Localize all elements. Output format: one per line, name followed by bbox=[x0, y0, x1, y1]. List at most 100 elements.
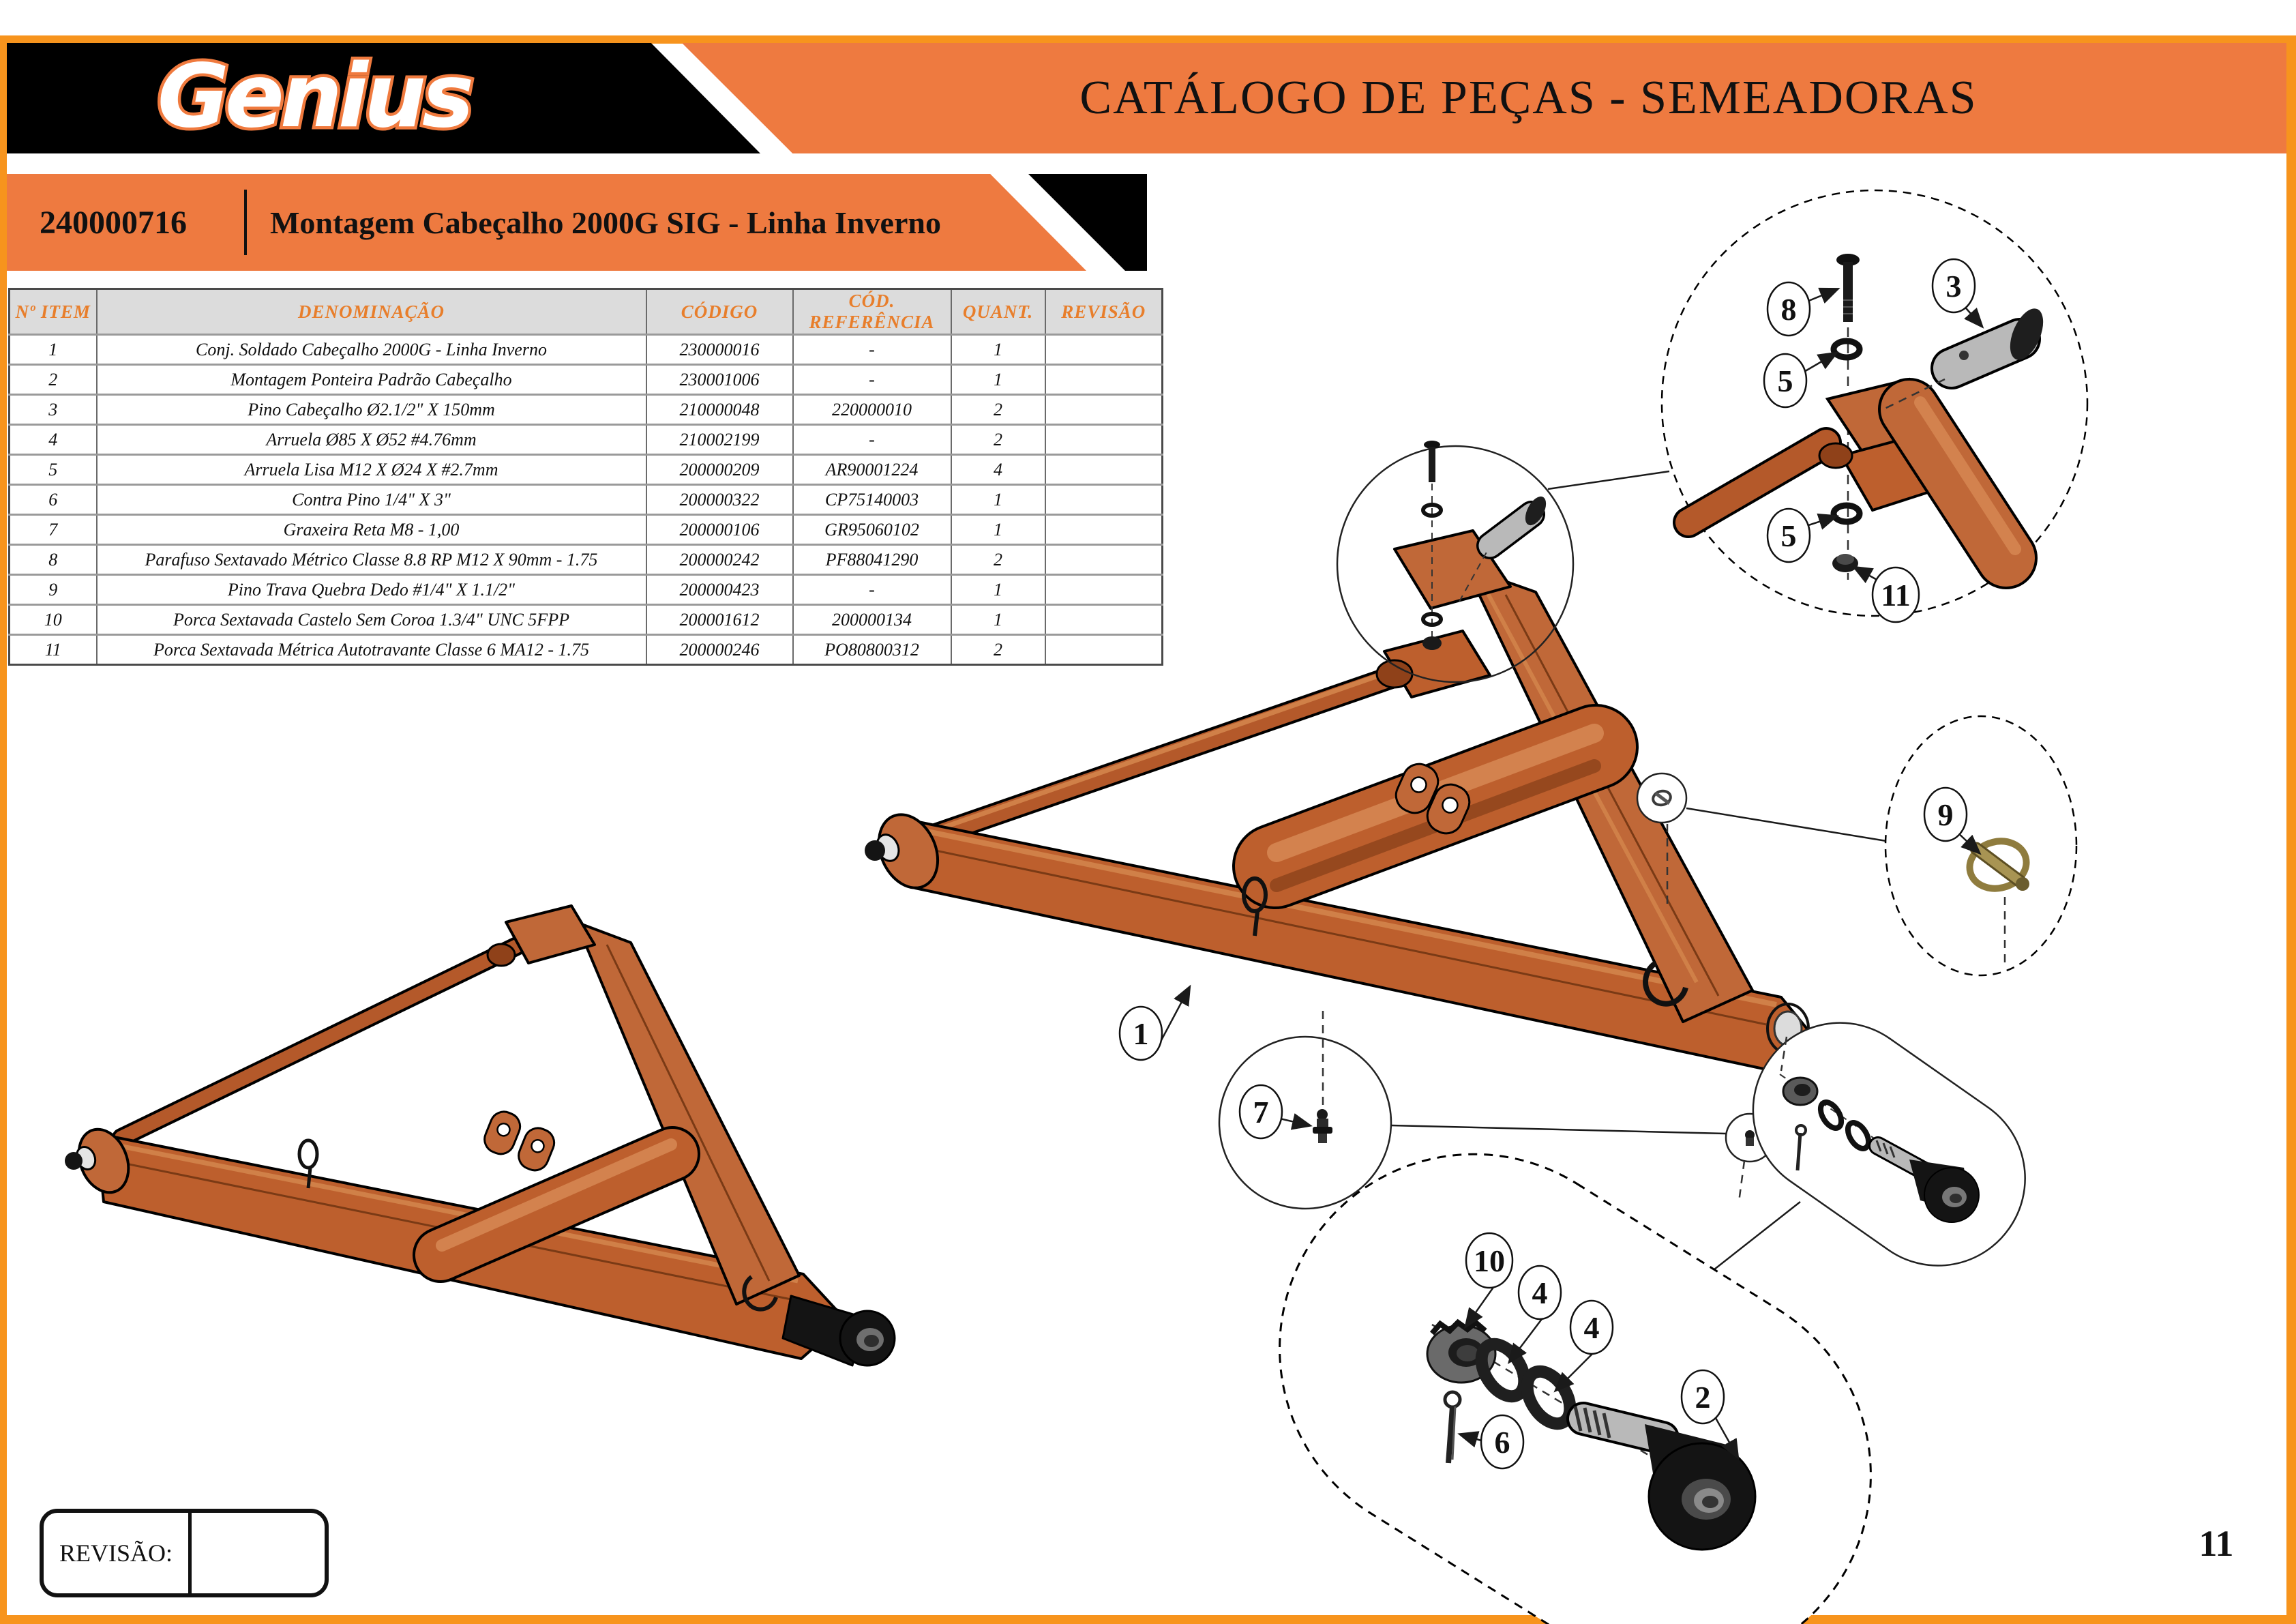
table-cell: Pino Cabeçalho Ø2.1/2" X 150mm bbox=[95, 394, 647, 425]
table-cell: 200000322 bbox=[645, 484, 794, 515]
grease-fitting-icon bbox=[1313, 1109, 1332, 1143]
apex-assembly-art bbox=[1673, 377, 2038, 589]
balloon-7: 7 bbox=[1238, 1084, 1283, 1140]
table-cell: 4 bbox=[950, 454, 1046, 485]
col-item: Nº ITEM bbox=[8, 288, 98, 336]
table-cell: 1 bbox=[950, 334, 1046, 365]
table-cell: - bbox=[792, 334, 952, 365]
revision-label: REVISÃO: bbox=[44, 1513, 192, 1593]
table-cell: 6 bbox=[8, 484, 98, 515]
table-cell: 1 bbox=[950, 364, 1046, 395]
table-cell bbox=[1044, 634, 1163, 665]
table-cell: 10 bbox=[8, 604, 98, 635]
table-cell: 1 bbox=[950, 484, 1046, 515]
apex-source-circle bbox=[1336, 441, 1575, 683]
title-band: CATÁLOGO DE PEÇAS - SEMEADORAS bbox=[682, 43, 2286, 153]
table-cell: PF88041290 bbox=[792, 544, 952, 575]
table-cell: Arruela Lisa M12 X Ø24 X #2.7mm bbox=[95, 454, 647, 485]
table-cell: Parafuso Sextavado Métrico Classe 8.8 RP… bbox=[95, 544, 647, 575]
table-cell: 1 bbox=[8, 334, 98, 365]
document-divider bbox=[244, 190, 247, 255]
svg-text:2: 2 bbox=[1695, 1380, 1711, 1415]
document-number: 240000716 bbox=[40, 204, 187, 241]
balloon-4b: 4 bbox=[1569, 1299, 1614, 1355]
table-cell: 210002199 bbox=[645, 424, 794, 455]
svg-text:8: 8 bbox=[1781, 292, 1797, 327]
col-referencia: CÓD. REFERÊNCIA bbox=[792, 288, 952, 336]
table-cell: Pino Trava Quebra Dedo #1/4" X 1.1/2" bbox=[95, 574, 647, 605]
balloon-callouts: 8 3 5 5 11 9 1 7 10 4 4 2 bbox=[1118, 258, 1976, 1470]
table-cell: Contra Pino 1/4" X 3" bbox=[95, 484, 647, 515]
page-title: CATÁLOGO DE PEÇAS - SEMEADORAS bbox=[1079, 72, 1978, 124]
balloon-9: 9 bbox=[1923, 786, 1968, 842]
lynch-pin-icon bbox=[1966, 838, 2030, 892]
svg-text:7: 7 bbox=[1253, 1095, 1269, 1130]
svg-text:9: 9 bbox=[1938, 797, 1954, 832]
col-quant: QUANT. bbox=[950, 288, 1046, 336]
lynch-pin-source-circle bbox=[1636, 772, 1688, 907]
table-cell: 230000016 bbox=[645, 334, 794, 365]
table-cell: 200000423 bbox=[645, 574, 794, 605]
table-cell: 2 bbox=[950, 544, 1046, 575]
nut-icon bbox=[1832, 554, 1858, 572]
svg-text:3: 3 bbox=[1946, 269, 1962, 304]
table-cell bbox=[1044, 454, 1163, 485]
table-cell: 11 bbox=[8, 634, 98, 665]
svg-text:11: 11 bbox=[1881, 578, 1910, 612]
table-cell: 8 bbox=[8, 544, 98, 575]
parts-table-wrap: Nº ITEM DENOMINAÇÃO CÓDIGO CÓD. REFERÊNC… bbox=[8, 288, 1163, 666]
table-cell: - bbox=[792, 424, 952, 455]
page-number: 11 bbox=[2198, 1523, 2234, 1564]
balloon-10: 10 bbox=[1465, 1232, 1514, 1289]
table-cell bbox=[1044, 334, 1163, 365]
apex-detail-circle bbox=[1660, 189, 2089, 617]
table-cell: 2 bbox=[8, 364, 98, 395]
table-cell: 1 bbox=[950, 574, 1046, 605]
table-cell bbox=[1044, 574, 1163, 605]
washer-icon bbox=[1830, 338, 1863, 361]
table-cell bbox=[1044, 544, 1163, 575]
table-cell: 5 bbox=[8, 454, 98, 485]
cotter-pin-icon bbox=[1443, 1390, 1462, 1464]
table-cell: - bbox=[792, 364, 952, 395]
table-cell: Conj. Soldado Cabeçalho 2000G - Linha In… bbox=[95, 334, 647, 365]
balloon-8: 8 bbox=[1766, 281, 1811, 337]
table-cell: Montagem Ponteira Padrão Cabeçalho bbox=[95, 364, 647, 395]
parts-table: Nº ITEM DENOMINAÇÃO CÓDIGO CÓD. REFERÊNC… bbox=[8, 288, 1163, 666]
mini-castle-nut-icon bbox=[1782, 1076, 1819, 1106]
svg-text:5: 5 bbox=[1781, 518, 1797, 553]
table-cell: 200000242 bbox=[645, 544, 794, 575]
tip-assembly-stadium bbox=[1752, 1022, 2026, 1267]
svg-text:1: 1 bbox=[1133, 1016, 1149, 1051]
document-title: Montagem Cabeçalho 2000G SIG - Linha Inv… bbox=[270, 205, 941, 240]
table-cell: 9 bbox=[8, 574, 98, 605]
balloon-4a: 4 bbox=[1517, 1265, 1562, 1320]
balloon-2: 2 bbox=[1680, 1369, 1725, 1425]
table-cell: AR90001224 bbox=[792, 454, 952, 485]
secondary-frame-drawing bbox=[65, 904, 896, 1367]
bolt-icon bbox=[1836, 254, 1860, 322]
main-frame-drawing bbox=[865, 529, 1817, 1072]
table-cell: CP75140003 bbox=[792, 484, 952, 515]
table-cell: GR95060102 bbox=[792, 514, 952, 545]
table-cell: 200000106 bbox=[645, 514, 794, 545]
logo-band: Genius bbox=[7, 43, 760, 153]
table-header-row: Nº ITEM DENOMINAÇÃO CÓDIGO CÓD. REFERÊNC… bbox=[8, 288, 1163, 336]
table-cell: - bbox=[792, 574, 952, 605]
balloon-5b: 5 bbox=[1766, 507, 1811, 563]
table-cell: 200000134 bbox=[792, 604, 952, 635]
genius-logo-text: Genius bbox=[158, 46, 471, 147]
